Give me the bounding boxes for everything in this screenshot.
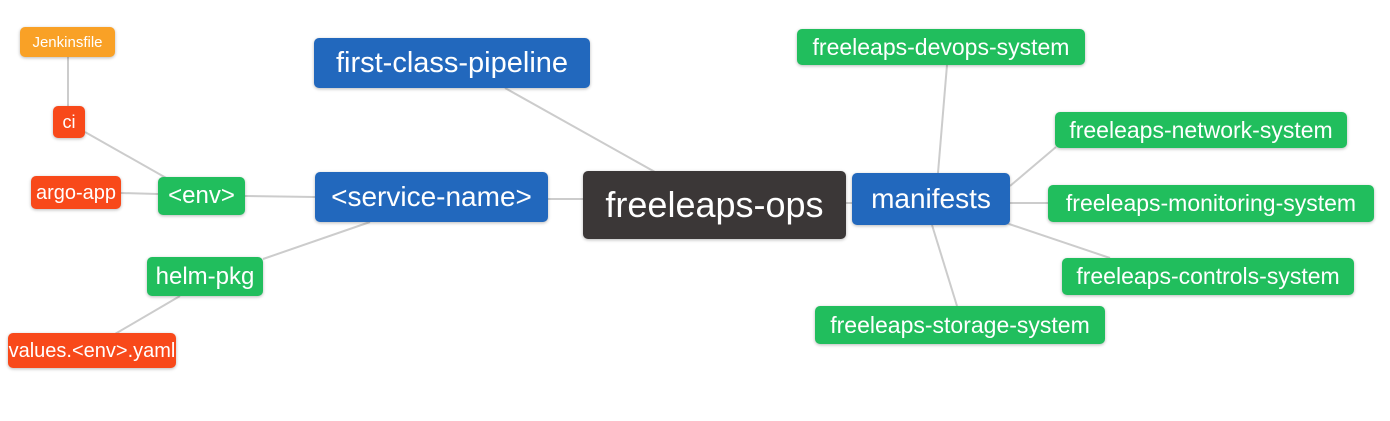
node-label: Jenkinsfile xyxy=(32,33,103,51)
edge-argo-app-env xyxy=(120,192,159,195)
node-first-class-pipeline[interactable]: first-class-pipeline xyxy=(314,38,590,88)
node-freeleaps-controls-system[interactable]: freeleaps-controls-system xyxy=(1062,258,1354,295)
node-label: values.<env>.yaml xyxy=(8,339,176,362)
node-label: freeleaps-network-system xyxy=(1069,116,1333,143)
edge-manifests-devops-system xyxy=(937,64,948,174)
node-label: <env> xyxy=(168,182,235,209)
edge-env-service-name xyxy=(244,195,316,198)
node-freeleaps-ops[interactable]: freeleaps-ops xyxy=(583,171,846,239)
node-label: freeleaps-storage-system xyxy=(830,311,1090,338)
node-env[interactable]: <env> xyxy=(158,177,245,215)
node-label: freeleaps-monitoring-system xyxy=(1065,190,1357,216)
node-helm-pkg[interactable]: helm-pkg xyxy=(147,257,263,296)
node-freeleaps-network-system[interactable]: freeleaps-network-system xyxy=(1055,112,1347,148)
node-freeleaps-monitoring-system[interactable]: freeleaps-monitoring-system xyxy=(1048,185,1374,222)
node-label: argo-app xyxy=(35,181,117,204)
node-label: <service-name> xyxy=(331,181,532,212)
node-freeleaps-devops-system[interactable]: freeleaps-devops-system xyxy=(797,29,1085,65)
edge-manifests-network-system xyxy=(1009,146,1057,187)
node-label: freeleaps-controls-system xyxy=(1076,263,1340,289)
edge-manifests-storage-system xyxy=(931,224,958,307)
edge-first-class-pipeline-ops xyxy=(504,87,656,173)
node-label: first-class-pipeline xyxy=(335,46,569,79)
node-jenkinsfile[interactable]: Jenkinsfile xyxy=(20,27,115,57)
edge-manifests-controls-system xyxy=(1005,222,1111,259)
node-values-env-yaml[interactable]: values.<env>.yaml xyxy=(8,333,176,368)
node-label: ci xyxy=(62,112,76,132)
node-service-name[interactable]: <service-name> xyxy=(315,172,548,222)
node-label: manifests xyxy=(871,183,991,214)
node-manifests[interactable]: manifests xyxy=(852,173,1010,225)
edge-values-helm-pkg xyxy=(114,295,181,335)
node-freeleaps-storage-system[interactable]: freeleaps-storage-system xyxy=(815,306,1105,344)
node-label: freeleaps-devops-system xyxy=(812,33,1070,60)
edge-ci-env xyxy=(84,131,169,180)
node-ci[interactable]: ci xyxy=(53,106,85,138)
node-argo-app[interactable]: argo-app xyxy=(31,176,121,209)
node-label: helm-pkg xyxy=(155,262,255,290)
edge-helm-pkg-service-name xyxy=(262,221,371,260)
node-label: freeleaps-ops xyxy=(605,184,824,225)
